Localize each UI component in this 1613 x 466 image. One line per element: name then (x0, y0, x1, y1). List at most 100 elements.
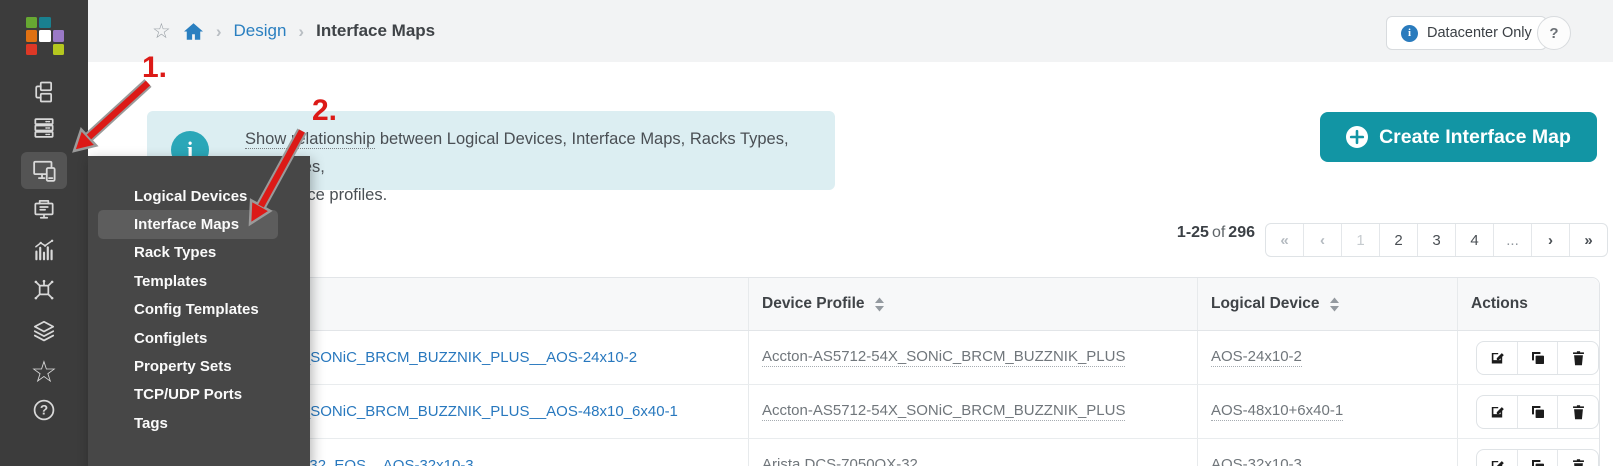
row-actions (1476, 394, 1599, 429)
column-header-logical-device[interactable]: Logical Device (1198, 278, 1458, 330)
analytics-icon (35, 239, 54, 261)
clone-button[interactable] (1518, 449, 1559, 466)
menu-item-property-sets[interactable]: Property Sets (134, 358, 232, 376)
device-profile-link[interactable]: Accton-AS5712-54X_SONiC_BRCM_BUZZNIK_PLU… (762, 402, 1126, 421)
breadcrumb-design-link[interactable]: Design (233, 21, 287, 40)
sidebar-item-analytics[interactable] (0, 237, 88, 263)
platform-icon (33, 320, 55, 342)
page-4-button[interactable]: 4 (1456, 224, 1494, 256)
design-icon (32, 160, 56, 182)
table-header-row: Device Profile Logical Device Actions (148, 278, 1599, 331)
copy-icon (1531, 405, 1544, 418)
top-bar (88, 0, 1613, 62)
favorite-star-icon[interactable]: ☆ (152, 19, 171, 43)
help-icon: ? (33, 399, 55, 421)
logical-device-link[interactable]: AOS-48x10+6x40-1 (1211, 402, 1344, 421)
badge-label: Datacenter Only (1427, 25, 1532, 41)
table-row: Arista_DCS-7050QX-32_EOS__AOS-32x10-3 Ar… (148, 439, 1599, 466)
device-profile-link[interactable]: Arista DCS-7050QX-32 (762, 456, 918, 466)
home-icon[interactable] (183, 22, 204, 41)
logical-device-link[interactable]: AOS-24x10-2 (1211, 348, 1302, 367)
table-row: Accton-AS5712-54X_SONiC_BRCM_BUZZNIK_PLU… (148, 331, 1599, 385)
create-button-label: Create Interface Map (1379, 125, 1571, 148)
sort-icon[interactable] (874, 297, 885, 312)
pagination-of: of (1211, 224, 1226, 241)
svg-text:?: ? (40, 403, 48, 418)
column-header-actions: Actions (1471, 295, 1528, 312)
breadcrumb: ☆ › Design › Interface Maps (152, 0, 435, 62)
trash-icon (1572, 458, 1584, 466)
pages-ellipsis: ... (1494, 224, 1532, 256)
delete-button[interactable] (1558, 450, 1598, 466)
edit-icon (1491, 352, 1504, 363)
sidebar-item-resources[interactable] (0, 197, 88, 223)
menu-item-logical-devices[interactable]: Logical Devices (134, 187, 248, 205)
menu-item-configlets[interactable]: Configlets (134, 329, 208, 347)
apstra-logo[interactable] (26, 17, 64, 55)
menu-item-tcp-udp-ports[interactable]: TCP/UDP Ports (134, 386, 243, 404)
edit-button[interactable] (1477, 449, 1518, 466)
devices-icon (34, 118, 54, 138)
delete-button[interactable] (1558, 396, 1598, 428)
first-page-button[interactable]: « (1266, 224, 1304, 256)
help-button[interactable]: ? (1537, 16, 1571, 50)
sidebar-item-help[interactable]: ? (0, 397, 88, 423)
table-row: Accton-AS5712-54X_SONiC_BRCM_BUZZNIK_PLU… (148, 385, 1599, 439)
edit-button[interactable] (1477, 395, 1518, 428)
last-page-button[interactable]: » (1584, 231, 1593, 249)
row-actions (1476, 340, 1599, 375)
create-interface-map-button[interactable]: Create Interface Map (1320, 112, 1597, 162)
device-profile-link[interactable]: Accton-AS5712-54X_SONiC_BRCM_BUZZNIK_PLU… (762, 348, 1126, 367)
plus-circle-icon (1346, 126, 1369, 148)
column-header-name[interactable] (148, 278, 749, 330)
menu-item-interface-maps[interactable]: Interface Maps (98, 210, 278, 239)
interface-maps-table: Device Profile Logical Device Actions Ac… (147, 277, 1600, 466)
chevron-right-icon: › (215, 21, 222, 41)
clone-button[interactable] (1518, 341, 1559, 374)
copy-icon (1531, 459, 1544, 466)
menu-item-templates[interactable]: Templates (134, 272, 208, 290)
copy-icon (1531, 351, 1544, 364)
delete-button[interactable] (1558, 342, 1598, 374)
info-icon: i (1401, 24, 1418, 42)
sidebar-item-devices[interactable] (0, 115, 88, 141)
info-banner-text: Show relationship between Logical Device… (245, 125, 835, 209)
menu-item-rack-types[interactable]: Rack Types (134, 244, 217, 262)
banner-line2: and device profiles. (245, 186, 388, 204)
clone-button[interactable] (1518, 395, 1559, 428)
trash-icon (1572, 350, 1584, 365)
datacenter-only-badge[interactable]: i Datacenter Only (1386, 16, 1547, 50)
sidebar-item-blueprints[interactable] (0, 79, 88, 105)
interface-map-name-link[interactable]: Arista_DCS-7050QX-32_EOS__AOS-32x10-3 (166, 457, 474, 466)
active-nav-highlight (21, 152, 67, 189)
page-1-button[interactable]: 1 (1342, 224, 1380, 256)
pagination-total: 296 (1228, 224, 1255, 241)
prev-page-button[interactable]: ‹ (1304, 224, 1342, 256)
annotation-step-1: 1. (142, 51, 168, 84)
column-header-device-profile[interactable]: Device Profile (749, 278, 1198, 330)
design-flyout-menu: Logical Devices Interface Maps Rack Type… (88, 156, 310, 466)
favorites-star-icon: ☆ (30, 356, 58, 389)
sidebar-nav: ☆ ? (0, 0, 88, 466)
blueprints-icon (35, 81, 53, 103)
menu-item-config-templates[interactable]: Config Templates (134, 301, 259, 319)
row-actions (1476, 448, 1599, 466)
show-relationship-link[interactable]: Show relationship (245, 130, 376, 149)
next-page-button[interactable]: › (1532, 224, 1570, 256)
sidebar-item-platform[interactable] (0, 318, 88, 344)
page-3-button[interactable]: 3 (1418, 224, 1456, 256)
resources-icon (34, 200, 54, 219)
sidebar-item-favorites[interactable]: ☆ (0, 358, 88, 388)
sidebar-item-design[interactable] (0, 157, 88, 184)
page-2-button[interactable]: 2 (1380, 224, 1418, 256)
edit-icon (1491, 406, 1504, 417)
sidebar-item-external-systems[interactable] (0, 277, 88, 303)
sort-icon[interactable] (1329, 297, 1340, 312)
external-systems-icon (34, 279, 54, 300)
menu-item-tags[interactable]: Tags (134, 414, 168, 432)
edit-icon (1491, 460, 1504, 466)
logical-device-link[interactable]: AOS-32x10-3 (1211, 456, 1302, 466)
edit-button[interactable] (1477, 341, 1518, 374)
